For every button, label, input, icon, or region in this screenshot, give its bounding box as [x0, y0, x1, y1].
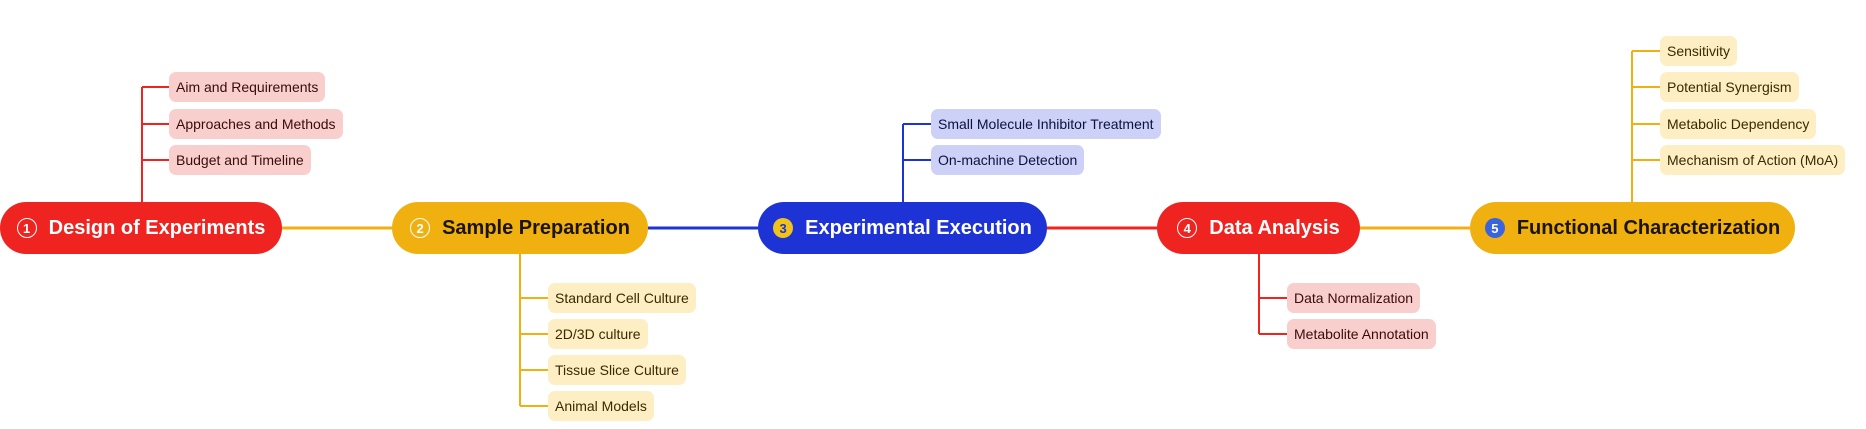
branch-lines-analysis: [1258, 254, 1287, 335]
number-badge: 1: [16, 218, 37, 238]
subnode-2d-3d-culture[interactable]: 2D/3D culture: [548, 319, 648, 349]
branch-lines-execution: [902, 123, 931, 202]
branch-lines-sample: [519, 254, 548, 407]
subnode-sensitivity[interactable]: Sensitivity: [1660, 36, 1738, 66]
subnode-mechanism-of-action[interactable]: Mechanism of Action (MoA): [1660, 145, 1846, 175]
node-design-of-experiments[interactable]: 1 Design of Experiments: [0, 202, 282, 254]
subnode-data-normalization[interactable]: Data Normalization: [1287, 283, 1421, 313]
number-badge: 2: [410, 218, 431, 238]
node-label: Functional Characterization: [1516, 216, 1781, 239]
subnode-on-machine-detection[interactable]: On-machine Detection: [931, 145, 1085, 175]
node-experimental-execution[interactable]: 3 Experimental Execution: [758, 202, 1047, 254]
subnode-metabolic-dependency[interactable]: Metabolic Dependency: [1660, 109, 1817, 139]
subnode-aim-and-requirements[interactable]: Aim and Requirements: [169, 72, 326, 102]
subnode-small-molecule-inhibitor-treatment[interactable]: Small Molecule Inhibitor Treatment: [931, 109, 1161, 139]
node-label: Data Analysis: [1209, 216, 1340, 239]
subnode-tissue-slice-culture[interactable]: Tissue Slice Culture: [548, 355, 686, 385]
subnode-budget-and-timeline[interactable]: Budget and Timeline: [169, 145, 311, 175]
number-badge: 5: [1484, 218, 1505, 238]
branch-lines-design: [141, 86, 169, 202]
subnode-animal-models[interactable]: Animal Models: [548, 391, 654, 421]
subnode-approaches-and-methods[interactable]: Approaches and Methods: [169, 109, 343, 139]
node-data-analysis[interactable]: 4 Data Analysis: [1157, 202, 1360, 254]
node-label: Design of Experiments: [48, 216, 266, 239]
number-badge: 4: [1177, 218, 1198, 238]
subnode-standard-cell-culture[interactable]: Standard Cell Culture: [548, 283, 696, 313]
node-label: Experimental Execution: [805, 216, 1032, 239]
branch-lines-functional: [1631, 50, 1660, 202]
subnode-metabolite-annotation[interactable]: Metabolite Annotation: [1287, 319, 1436, 349]
node-sample-preparation[interactable]: 2 Sample Preparation: [392, 202, 648, 254]
number-badge: 3: [773, 218, 794, 238]
node-label: Sample Preparation: [442, 216, 630, 239]
subnode-potential-synergism[interactable]: Potential Synergism: [1660, 72, 1799, 102]
node-functional-characterization[interactable]: 5 Functional Characterization: [1470, 202, 1795, 254]
